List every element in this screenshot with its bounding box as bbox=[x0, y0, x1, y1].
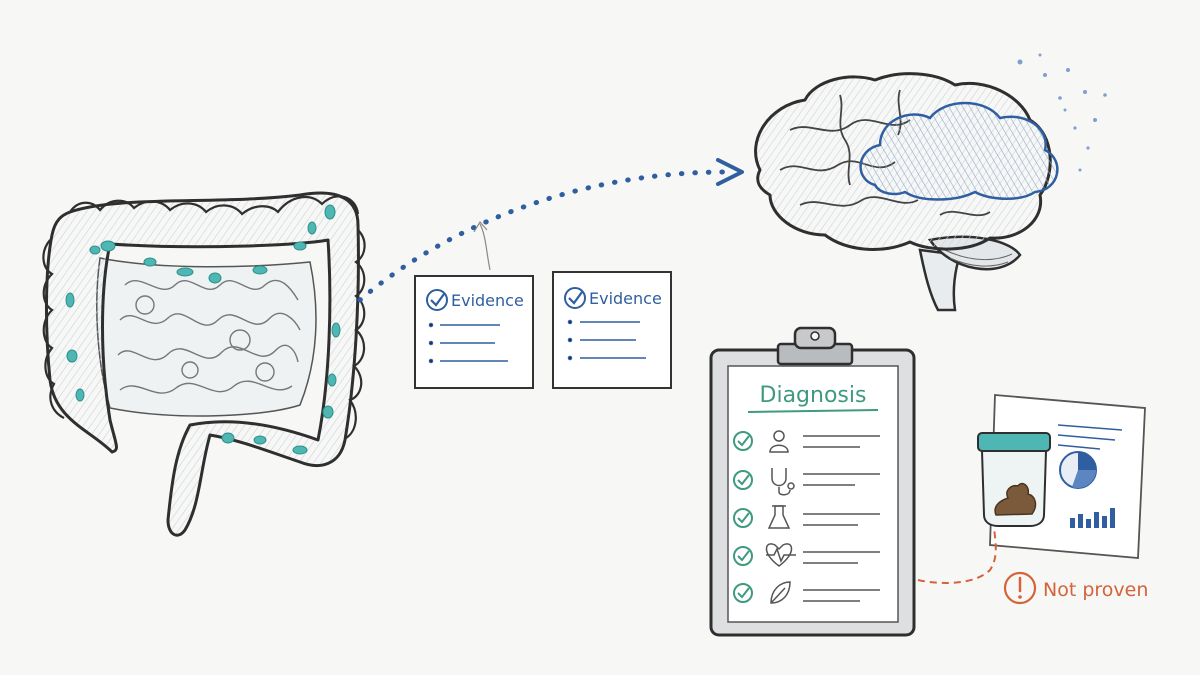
clipboard-row-4 bbox=[733, 543, 880, 567]
brain-stem bbox=[918, 248, 962, 312]
check-icon bbox=[733, 508, 753, 528]
check-icon bbox=[564, 287, 586, 309]
arrow-head bbox=[716, 158, 744, 186]
gut-brain-arrow bbox=[357, 158, 744, 303]
pointer-line bbox=[473, 220, 491, 271]
heartbeat-icon bbox=[765, 543, 796, 567]
evidence-label: Evidence bbox=[451, 291, 524, 310]
flask-icon bbox=[767, 505, 791, 529]
check-icon bbox=[733, 470, 753, 490]
clipboard-row-1 bbox=[733, 430, 880, 453]
brain-fog-cloud bbox=[859, 101, 1059, 201]
clipboard-title: Diagnosis bbox=[760, 383, 867, 408]
evidence-card-2: Evidence bbox=[552, 271, 672, 389]
stool-sample-jar bbox=[977, 432, 1051, 527]
bar-chart-icon bbox=[1070, 508, 1115, 528]
not-proven-warning: Not proven bbox=[917, 527, 1148, 605]
not-proven-label: Not proven bbox=[1043, 579, 1148, 601]
diagnosis-clipboard: Diagnosis bbox=[709, 326, 916, 637]
check-icon bbox=[733, 431, 753, 451]
check-icon bbox=[733, 546, 753, 566]
evidence-card-1: Evidence bbox=[414, 275, 534, 389]
large-intestine bbox=[44, 191, 360, 537]
brain-illustration bbox=[754, 53, 1107, 312]
alert-icon bbox=[1003, 571, 1037, 605]
check-icon bbox=[426, 289, 448, 311]
pie-chart-icon bbox=[1059, 451, 1097, 489]
evidence-label: Evidence bbox=[589, 289, 662, 308]
clipboard-row-2 bbox=[733, 468, 880, 496]
stethoscope-icon bbox=[771, 468, 795, 496]
person-icon bbox=[769, 430, 789, 453]
stool-icon bbox=[994, 482, 1037, 516]
leaf-icon bbox=[770, 581, 791, 604]
clipboard-row-5 bbox=[733, 581, 880, 604]
intestine-illustration bbox=[42, 191, 366, 537]
check-icon bbox=[733, 583, 753, 603]
clipboard-row-3 bbox=[733, 505, 880, 529]
